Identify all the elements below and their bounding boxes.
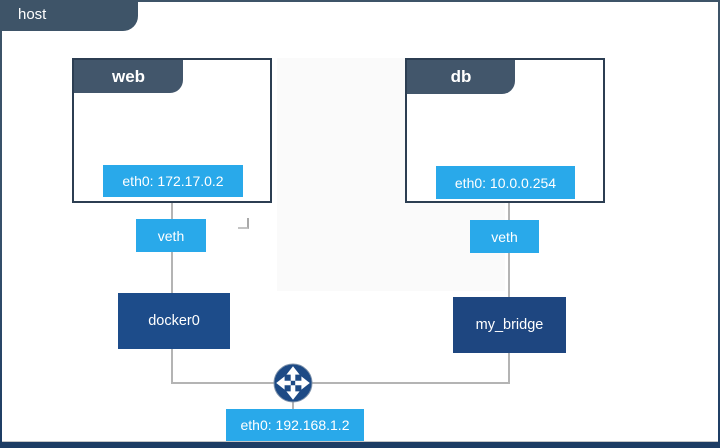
veth-badge-db-label: veth <box>491 228 518 245</box>
bridge-docker0-label: docker0 <box>148 313 200 329</box>
eth-badge-web: eth0: 172.17.0.2 <box>103 165 243 197</box>
eth-badge-db: eth0: 10.0.0.254 <box>436 166 575 199</box>
container-web-title: web <box>111 66 146 86</box>
veth-badge-db: veth <box>470 220 539 253</box>
eth-badge-web-label: eth0: 172.17.0.2 <box>122 173 224 189</box>
bridge-docker0: docker0 <box>118 293 230 349</box>
connector-mybridge-to-bus <box>508 353 510 384</box>
eth-badge-host: eth0: 192.168.1.2 <box>226 409 364 441</box>
router-icon <box>273 363 313 403</box>
container-db-header: db <box>407 60 515 94</box>
bridge-my-bridge: my_bridge <box>453 297 566 353</box>
connector-horizontal-bus <box>171 382 510 384</box>
stray-corner-mark <box>238 218 249 229</box>
bridge-my-bridge-label: my_bridge <box>475 317 544 333</box>
eth-badge-host-label: eth0: 192.168.1.2 <box>240 417 350 433</box>
connector-router-to-hosteth <box>292 401 294 410</box>
host-tab: host <box>0 0 138 31</box>
veth-badge-web: veth <box>136 219 206 252</box>
connector-docker0-to-bus <box>171 349 173 384</box>
container-db-title: db <box>450 67 472 86</box>
host-label: host <box>18 6 47 23</box>
eth-badge-db-label: eth0: 10.0.0.254 <box>454 174 557 191</box>
veth-badge-web-label: veth <box>157 227 185 244</box>
container-web-header: web <box>74 60 183 93</box>
